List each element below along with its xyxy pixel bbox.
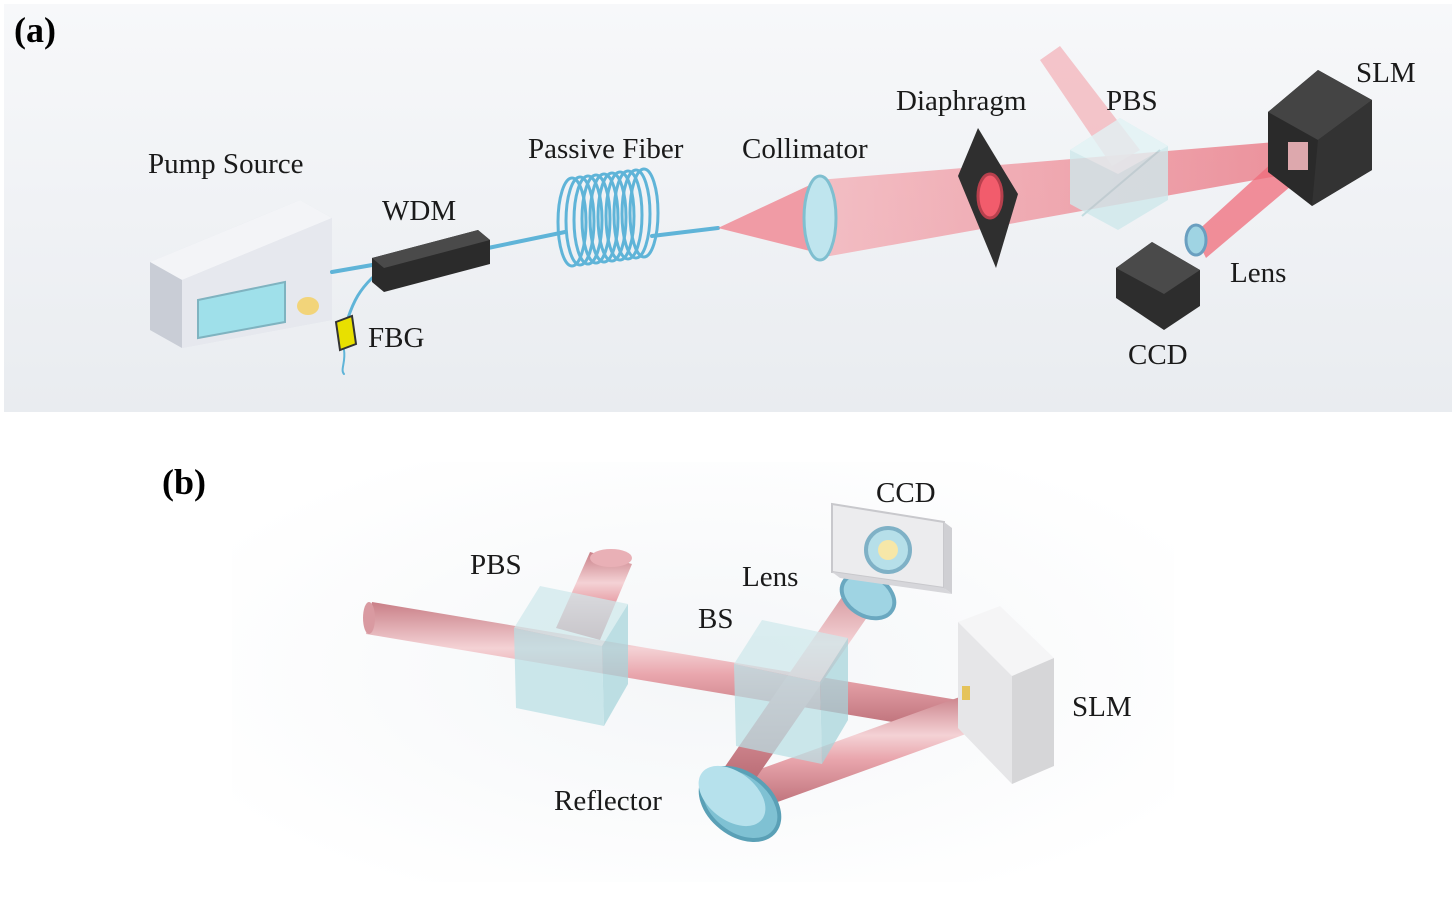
ccd-device-b bbox=[831, 502, 952, 594]
label-ccd-b: CCD bbox=[876, 477, 936, 509]
lens-a bbox=[1184, 223, 1208, 257]
pump-knob bbox=[297, 297, 319, 315]
label-pbs-a: PBS bbox=[1106, 85, 1158, 117]
diverging-beam-cone bbox=[718, 184, 830, 256]
label-fbg: FBG bbox=[368, 322, 424, 354]
panel-b-label: (b) bbox=[162, 462, 206, 502]
pbs-cube-a bbox=[1070, 118, 1168, 230]
slm-device-b bbox=[958, 606, 1054, 784]
label-wdm: WDM bbox=[382, 195, 456, 227]
label-passive-fiber: Passive Fiber bbox=[528, 133, 684, 165]
label-reflector: Reflector bbox=[554, 785, 662, 817]
wdm-device bbox=[372, 230, 490, 292]
panel-a-label: (a) bbox=[14, 10, 56, 50]
reflector-mirror bbox=[698, 765, 782, 842]
label-pump-source: Pump Source bbox=[148, 148, 303, 180]
label-slm-b: SLM bbox=[1072, 691, 1132, 723]
label-slm-a: SLM bbox=[1356, 57, 1416, 89]
diaphragm-plate bbox=[958, 128, 1018, 268]
label-pbs-b: PBS bbox=[470, 549, 522, 581]
main-beam bbox=[818, 140, 1300, 256]
beam-tube-reflector-slm bbox=[730, 694, 988, 812]
ccd-device-a bbox=[1116, 242, 1200, 330]
collimator-lens bbox=[802, 174, 838, 262]
pbs-cube-b bbox=[514, 586, 628, 726]
bs-cube-b bbox=[734, 620, 848, 764]
label-diaphragm: Diaphragm bbox=[896, 85, 1027, 117]
passive-fiber-coil bbox=[556, 167, 660, 268]
panel-a: (a) bbox=[4, 4, 1452, 412]
pump-screen bbox=[197, 280, 286, 340]
label-lens-b: Lens bbox=[742, 561, 798, 593]
fbg-device bbox=[334, 314, 358, 352]
label-lens-a: Lens bbox=[1230, 257, 1286, 289]
label-collimator: Collimator bbox=[742, 133, 868, 165]
panel-a-background bbox=[4, 4, 1452, 412]
pump-source-device bbox=[150, 200, 332, 348]
slm-device-a bbox=[1268, 70, 1372, 206]
label-ccd-a: CCD bbox=[1128, 339, 1188, 371]
panel-b: (b) bbox=[162, 462, 1174, 882]
fiber-lines bbox=[330, 226, 720, 375]
label-bs-b: BS bbox=[698, 603, 733, 635]
